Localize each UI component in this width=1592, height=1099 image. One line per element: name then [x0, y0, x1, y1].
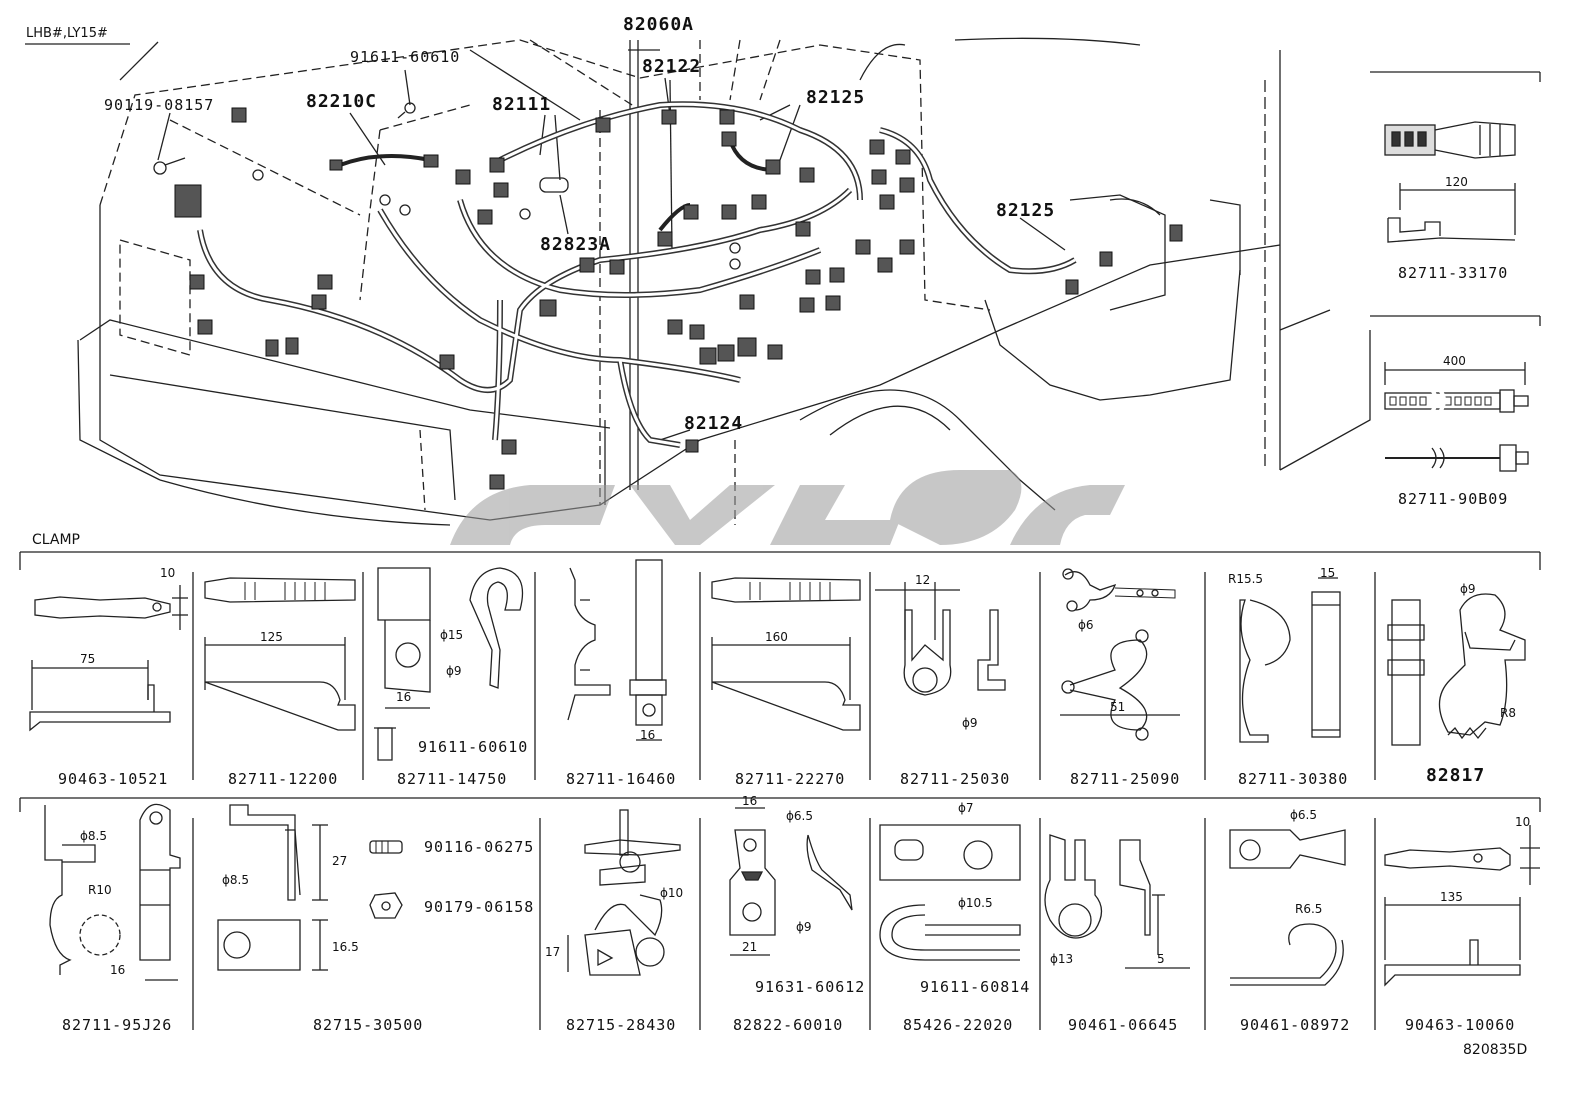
part-label-82060A: 82060A: [623, 14, 695, 35]
dim-label: R10: [88, 883, 112, 897]
dim-label: ϕ10.5: [958, 896, 993, 910]
dim-label: ϕ15: [440, 628, 464, 642]
dim-label: ϕ6.5: [1290, 808, 1317, 822]
part-label-82125-right: 82125: [996, 200, 1056, 221]
dim-label: ϕ9: [962, 716, 978, 730]
dim-label: ϕ8.5: [80, 829, 107, 843]
clamp-part-label: 90461-06645: [1068, 1016, 1179, 1034]
clamp-part-label: 82817: [1426, 765, 1486, 786]
dim-label: 12: [915, 573, 931, 587]
dim-label: 16: [742, 794, 758, 808]
part-label-82210C: 82210C: [306, 91, 378, 112]
dim-label: 400: [1443, 354, 1466, 368]
dim-label: R8: [1500, 706, 1516, 720]
dim-label: R15.5: [1228, 572, 1264, 586]
watermark-logo: [450, 470, 1125, 545]
part-label-82823A: 82823A: [540, 234, 612, 255]
clamp-part-label: 82711-16460: [566, 770, 677, 788]
dim-label: ϕ13: [1050, 952, 1074, 966]
dim-label: 16: [396, 690, 412, 704]
clamp-extra-part-label: 90116-06275: [424, 838, 535, 856]
clamp-part-label: 90463-10521: [58, 770, 169, 788]
dim-label: 125: [260, 630, 283, 644]
dim-label: 16: [640, 728, 656, 742]
dim-label: 17: [545, 945, 561, 959]
dim-label: 51: [1110, 700, 1126, 714]
clamp-extra-part-label: 90179-06158: [424, 898, 535, 916]
part-label-82124: 82124: [684, 413, 744, 434]
dim-label: 10: [160, 566, 176, 580]
part-label-90119-08157: 90119-08157: [104, 96, 215, 114]
dim-label: 21: [742, 940, 758, 954]
part-label-82125-top: 82125: [806, 87, 866, 108]
dim-label: 75: [80, 652, 96, 666]
part-label-82122: 82122: [642, 56, 702, 77]
dim-label: ϕ10: [660, 886, 684, 900]
figure-code: 820835D: [1463, 1042, 1528, 1058]
dim-label: 5: [1157, 952, 1165, 966]
dim-label: 120: [1445, 175, 1468, 189]
dim-label: 16.5: [332, 940, 359, 954]
dim-label: ϕ6.5: [786, 809, 813, 823]
dim-label: 27: [332, 854, 348, 868]
clamp-part-label: 82711-22270: [735, 770, 846, 788]
clamp-part-label: 82711-30380: [1238, 770, 1349, 788]
clamp-part-label: 90463-10060: [1405, 1016, 1516, 1034]
dim-label: ϕ6: [1078, 618, 1094, 632]
dim-label: ϕ9: [796, 920, 812, 934]
clamp-part-label: 82711-25090: [1070, 770, 1181, 788]
dim-label: R6.5: [1295, 902, 1323, 916]
clamp-part-label: 90461-08972: [1240, 1016, 1351, 1034]
clamp-extra-part-label: 91611-60814: [920, 978, 1031, 996]
dim-label: 135: [1440, 890, 1463, 904]
clamp-part-label: 82715-30500: [313, 1016, 424, 1034]
dim-label: ϕ7: [958, 801, 974, 815]
side-part-label: 82711-33170: [1398, 264, 1509, 282]
clamp-part-label: 82822-60010: [733, 1016, 844, 1034]
dim-label: ϕ8.5: [222, 873, 249, 887]
dim-label: 15: [1320, 566, 1336, 580]
clamp-part-label: 82711-25030: [900, 770, 1011, 788]
clamp-part-label: 82711-12200: [228, 770, 339, 788]
dim-label: ϕ9: [446, 664, 462, 678]
clamp-part-label: 85426-22020: [903, 1016, 1014, 1034]
dim-label: 16: [110, 963, 126, 977]
clamp-extra-part-label: 91611-60610: [418, 738, 529, 756]
part-label-91611-60610: 91611-60610: [350, 48, 461, 66]
part-label-82111: 82111: [492, 94, 552, 115]
clamp-part-label: 82711-14750: [397, 770, 508, 788]
dim-label: ϕ9: [1460, 582, 1476, 596]
variant-label: LHB#,LY15#: [26, 26, 108, 41]
dim-label: 160: [765, 630, 788, 644]
side-part-label: 82711-90B09: [1398, 490, 1509, 508]
clamp-part-label: 82715-28430: [566, 1016, 677, 1034]
clamp-part-label: 82711-95J26: [62, 1016, 173, 1034]
dim-label: 10: [1515, 815, 1531, 829]
clamp-section-title: CLAMP: [32, 532, 80, 548]
clamp-extra-part-label: 91631-60612: [755, 978, 866, 996]
